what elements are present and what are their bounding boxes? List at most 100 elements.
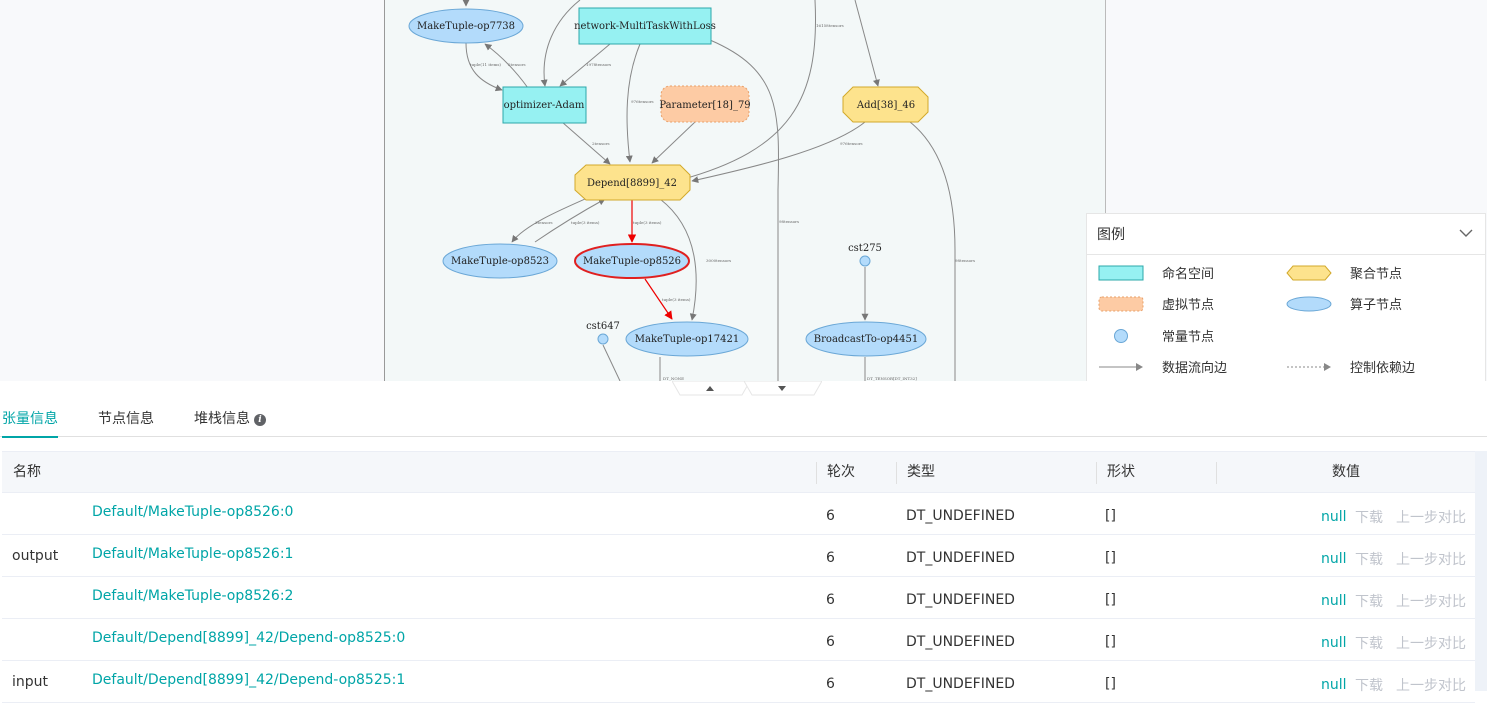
tensor-name-link[interactable]: Default/MakeTuple-op8526:2 xyxy=(92,588,294,604)
tensor-name-link[interactable]: Default/Depend[8899]_42/Depend-op8525:1 xyxy=(92,672,406,688)
legend-item-namespace: 命名空间 xyxy=(1098,263,1214,282)
edge xyxy=(561,121,611,165)
edge-label: 3000tensors xyxy=(706,258,731,263)
svg-text:MakeTuple-op17421: MakeTuple-op17421 xyxy=(635,334,739,345)
tensor-name-link[interactable]: Default/Depend[8899]_42/Depend-op8525:0 xyxy=(92,630,406,646)
legend-label: 算子节点 xyxy=(1350,298,1403,313)
node-depend-aggregate[interactable]: Depend[8899]_42 xyxy=(574,164,691,201)
edge xyxy=(534,198,606,243)
type-cell: DT_UNDEFINED xyxy=(906,676,1015,692)
value-null-link[interactable]: null xyxy=(1321,509,1347,525)
legend-item-operator: 算子节点 xyxy=(1286,294,1402,313)
type-cell: DT_UNDEFINED xyxy=(906,508,1015,524)
compare-previous-button[interactable]: 上一步对比 xyxy=(1396,594,1466,610)
computation-graph[interactable]: tuple(11 items) 2tensors 1978tensors 976… xyxy=(0,0,1487,381)
svg-text:MakeTuple-op8523: MakeTuple-op8523 xyxy=(451,256,549,267)
download-button[interactable]: 下载 xyxy=(1355,636,1383,652)
svg-text:Add[38]_46: Add[38]_46 xyxy=(856,100,915,111)
svg-text:MakeTuple-op7738: MakeTuple-op7738 xyxy=(417,21,515,32)
value-null-link[interactable]: null xyxy=(1321,593,1347,609)
tab-node-info[interactable]: 节点信息 xyxy=(98,411,154,427)
constant-swatch-icon xyxy=(1098,328,1162,344)
tensor-name-link[interactable]: Default/MakeTuple-op8526:0 xyxy=(92,504,294,520)
table-scrollbar[interactable] xyxy=(1475,451,1487,691)
compare-previous-button[interactable]: 上一步对比 xyxy=(1396,636,1466,652)
svg-text:Parameter[18]_79: Parameter[18]_79 xyxy=(659,100,750,111)
group-label-input: input xyxy=(12,674,49,690)
round-cell: 6 xyxy=(826,634,835,650)
shape-cell: [] xyxy=(1105,550,1116,566)
legend-item-aggregate: 聚合节点 xyxy=(1286,263,1402,282)
column-divider xyxy=(816,462,817,484)
edge xyxy=(659,198,697,321)
tab-stack-info[interactable]: 堆栈信息 i xyxy=(194,408,266,436)
compare-previous-button[interactable]: 上一步对比 xyxy=(1396,552,1466,568)
column-header-type: 类型 xyxy=(907,464,935,480)
round-cell: 6 xyxy=(826,592,835,608)
edge-label: DT_TENSOR[DT_INT32] xyxy=(867,376,917,381)
legend-label: 命名空间 xyxy=(1162,267,1215,282)
node-constant-cst647[interactable]: cst647 xyxy=(586,321,620,345)
column-header-shape: 形状 xyxy=(1107,464,1135,480)
edge-label: 98tensors xyxy=(955,258,975,263)
edge-highlight xyxy=(644,278,673,320)
edge-label: 1978tensors xyxy=(586,62,611,67)
graph-panel xyxy=(384,0,1106,381)
node-maketuple-8526-selected[interactable]: MakeTuple-op8526 xyxy=(574,243,690,279)
control-edge-icon xyxy=(1286,362,1350,372)
node-maketuple-7738[interactable]: MakeTuple-op7738 xyxy=(408,8,524,44)
info-icon[interactable]: i xyxy=(254,414,266,426)
edge xyxy=(465,42,503,92)
panel-resize-handle[interactable] xyxy=(671,380,823,397)
legend-header[interactable]: 图例 xyxy=(1087,214,1485,255)
edge xyxy=(651,121,696,164)
node-add-aggregate[interactable]: Add[38]_46 xyxy=(842,86,929,123)
group-label-output: output xyxy=(12,548,59,564)
edge-label: 976tensors xyxy=(631,99,654,104)
svg-text:MakeTuple-op8526: MakeTuple-op8526 xyxy=(583,256,681,267)
tab-label: 堆栈信息 xyxy=(194,411,250,427)
expand-down-icon xyxy=(778,386,786,391)
graph-canvas[interactable]: tuple(11 items) 2tensors 1978tensors 976… xyxy=(0,0,1487,381)
type-cell: DT_UNDEFINED xyxy=(906,634,1015,650)
edge xyxy=(511,195,593,243)
collapse-up-icon xyxy=(706,386,714,391)
value-null-link[interactable]: null xyxy=(1321,551,1347,567)
column-header-name: 名称 xyxy=(13,464,41,480)
node-maketuple-8523[interactable]: MakeTuple-op8523 xyxy=(442,243,558,279)
download-button[interactable]: 下载 xyxy=(1355,552,1383,568)
node-network-multitask[interactable]: network-MultiTaskWithLoss xyxy=(574,7,716,45)
node-maketuple-17421[interactable]: MakeTuple-op17421 xyxy=(625,321,749,357)
download-button[interactable]: 下载 xyxy=(1355,678,1383,694)
edge xyxy=(909,121,956,381)
compare-previous-button[interactable]: 上一步对比 xyxy=(1396,510,1466,526)
edge xyxy=(602,344,621,381)
edge xyxy=(625,43,641,163)
node-optimizer-adam[interactable]: optimizer-Adam xyxy=(502,86,587,124)
download-button[interactable]: 下载 xyxy=(1355,594,1383,610)
legend-item-dataflow: 数据流向边 xyxy=(1098,357,1227,376)
node-broadcastto[interactable]: BroadcastTo-op4451 xyxy=(805,321,927,357)
node-parameter[interactable]: Parameter[18]_79 xyxy=(659,85,751,123)
column-header-round: 轮次 xyxy=(827,464,855,480)
tab-tensor-info[interactable]: 张量信息 xyxy=(2,408,58,438)
shape-cell: [] xyxy=(1105,508,1116,524)
edge xyxy=(484,43,529,89)
chevron-down-icon[interactable] xyxy=(1459,227,1473,241)
legend-label: 聚合节点 xyxy=(1350,267,1403,282)
compare-previous-button[interactable]: 上一步对比 xyxy=(1396,678,1466,694)
download-button[interactable]: 下载 xyxy=(1355,510,1383,526)
edge-label: tuple(3 items) xyxy=(633,220,662,225)
legend-label: 常量节点 xyxy=(1162,330,1215,345)
legend-label: 数据流向边 xyxy=(1162,361,1228,376)
aggregate-swatch-icon xyxy=(1286,265,1350,281)
svg-text:cst647: cst647 xyxy=(586,321,620,332)
table-row: Default/Depend[8899]_42/Depend-op8525:0 … xyxy=(2,619,1475,661)
tensor-name-link[interactable]: Default/MakeTuple-op8526:1 xyxy=(92,546,294,562)
edge-label: 3tensors xyxy=(535,220,553,225)
node-constant-cst275[interactable]: cst275 xyxy=(848,243,882,267)
value-null-link[interactable]: null xyxy=(1321,677,1347,693)
svg-text:cst275: cst275 xyxy=(848,243,882,254)
value-null-link[interactable]: null xyxy=(1321,635,1347,651)
edge-label: 2tensors xyxy=(508,62,526,67)
